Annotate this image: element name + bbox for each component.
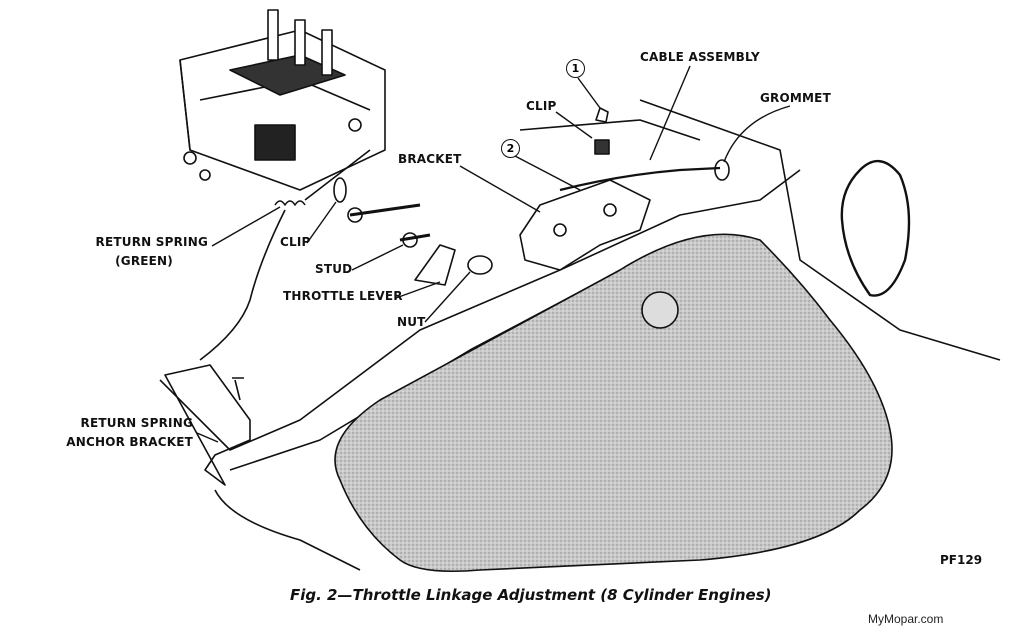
- label-anchor-line2: ANCHOR BRACKET: [66, 435, 193, 449]
- anchor-bracket: [164, 364, 251, 486]
- grommet: [714, 159, 730, 181]
- label-bracket: BRACKET: [398, 152, 462, 166]
- watermark: MyMopar.com: [868, 612, 944, 626]
- label-anchor-line1: RETURN SPRING: [80, 416, 193, 430]
- belt: [840, 160, 911, 297]
- label-clip-top: CLIP: [526, 99, 557, 113]
- throttle-lever: [414, 244, 456, 286]
- label-stud: STUD: [315, 262, 353, 276]
- label-return-spring: RETURN SPRING (GREEN): [60, 233, 208, 271]
- return-spring: [274, 149, 371, 206]
- carburetor: [179, 9, 386, 191]
- label-grommet: GROMMET: [760, 91, 831, 105]
- leader-lines: [196, 65, 791, 443]
- callout-2: 2: [501, 139, 520, 158]
- heater-pad: [334, 233, 893, 573]
- label-throttle-lever: THROTTLE LEVER: [283, 289, 403, 303]
- label-return-spring-line1: RETURN SPRING: [95, 235, 208, 249]
- label-clip-left: CLIP: [280, 235, 311, 249]
- label-nut: NUT: [397, 315, 426, 329]
- label-return-spring-line2: (GREEN): [115, 254, 173, 268]
- cable: [559, 166, 721, 192]
- figure-caption: Fig. 2—Throttle Linkage Adjustment (8 Cy…: [290, 586, 772, 604]
- cowl-outline: [159, 169, 801, 451]
- bracket: [519, 179, 651, 271]
- figure-code: PF129: [940, 553, 983, 567]
- label-anchor-bracket: RETURN SPRING ANCHOR BRACKET: [40, 414, 193, 452]
- label-cable-assembly: CABLE ASSEMBLY: [640, 50, 760, 64]
- callout-1: 1: [566, 59, 585, 78]
